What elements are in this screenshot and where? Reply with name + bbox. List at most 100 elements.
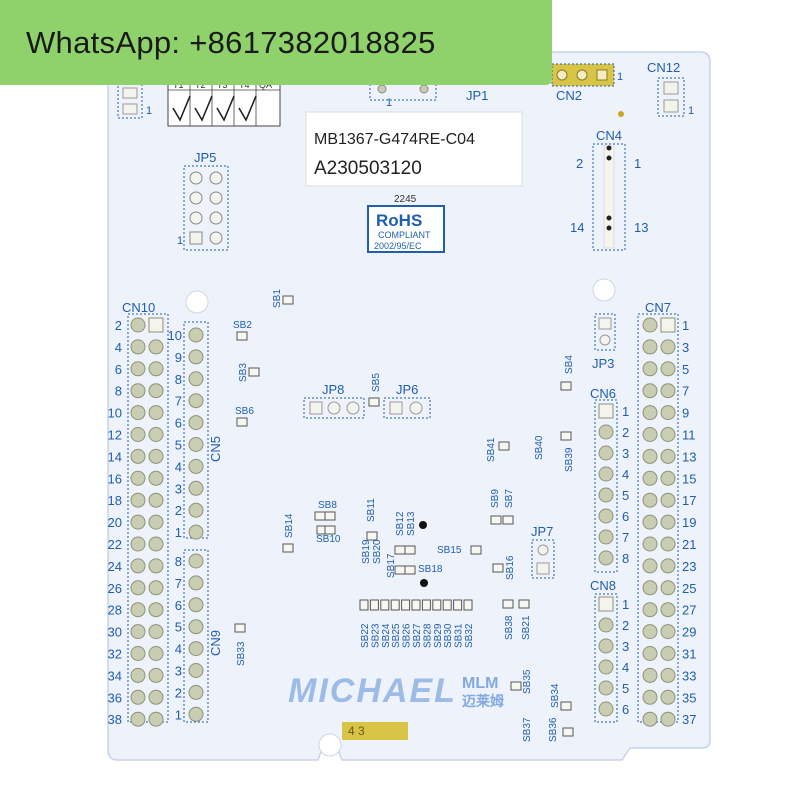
cn7-even-pin (642, 383, 658, 399)
gold-strip-text: 4 3 (348, 724, 365, 738)
solder-bridge-pad (442, 599, 452, 611)
cn10-even-pin (148, 558, 164, 574)
solder-bridge-pad (492, 563, 504, 573)
solder-bridge-pad (282, 543, 294, 553)
sb-bottom-label: SB28 (422, 623, 433, 648)
cn10-pin-number: 38 (108, 712, 122, 727)
sb8-label: SB8 (318, 500, 337, 511)
sb-bottom-label: SB30 (443, 623, 454, 648)
cn7-even-pin (642, 492, 658, 508)
cn7-pin-number: 1 (682, 318, 689, 333)
solder-bridge-pad (510, 681, 522, 691)
qa-header-t4: T4 (239, 80, 250, 90)
cn7-odd-pin (660, 339, 676, 355)
cn7-pin-number: 5 (682, 362, 689, 377)
sb37-label: SB37 (522, 717, 533, 742)
cn7-even-pin (642, 711, 658, 727)
rohs-mark: 2245 RoHS COMPLIANT 2002/95/EC (367, 194, 445, 253)
cn5-pin (188, 480, 204, 496)
cn7-pin-number: 11 (682, 428, 696, 443)
cn7-even-pin (642, 361, 658, 377)
board-serial: A230503120 (314, 158, 422, 179)
sb20-label: SB20 (372, 539, 383, 564)
cn6-pin (598, 445, 614, 461)
cn5-pin (188, 349, 204, 365)
cn7-even-pin (642, 536, 658, 552)
cn10-label: CN10 (122, 300, 155, 315)
cn6-pin (598, 529, 614, 545)
logo-side: MLM (462, 675, 498, 692)
cn10-even-pin (148, 317, 164, 333)
cn5-pin (188, 415, 204, 431)
solder-bridge-pad (236, 331, 248, 341)
cn9-pin (188, 641, 204, 657)
cn7-odd-pin (660, 689, 676, 705)
cn9-pin-number: 8 (175, 554, 182, 569)
solder-bridge-pad (421, 599, 431, 611)
cn7-even-pin (642, 580, 658, 596)
sb9-label: SB9 (490, 489, 501, 508)
cn5-pin (188, 437, 204, 452)
solder-bridge-pad (404, 565, 416, 575)
solder-bridge-pad (248, 367, 260, 377)
cn10-even-pin (148, 602, 164, 618)
sb4-label: SB4 (564, 355, 575, 374)
cn7-pin-number: 19 (682, 515, 696, 530)
cn10-even-pin (148, 492, 164, 508)
sb14-label: SB14 (284, 513, 295, 538)
cn8-label: CN8 (590, 578, 616, 593)
solder-bridge-pad (463, 599, 473, 611)
cn5-pin (188, 371, 204, 387)
solder-bridge-pad (394, 545, 406, 555)
cn7-odd-pin (660, 361, 676, 377)
cn9-pin-number: 5 (175, 620, 182, 635)
cn8-pin-number: 2 (622, 618, 629, 633)
solder-bridge-pad (234, 623, 246, 633)
board-label-sticker: MB1367-G474RE-C04 A230503120 (305, 111, 523, 187)
solder-bridge-pad (380, 599, 390, 611)
cn10-even-pin (148, 514, 164, 530)
cn10-odd-pin (130, 711, 146, 727)
solder-bridge-pad (369, 599, 379, 611)
mount-hole-bottom (318, 733, 342, 757)
whatsapp-text: WhatsApp: +8617382018825 (26, 24, 436, 60)
cn7-odd-pin (660, 470, 676, 486)
cn4-pin1: 1 (634, 156, 641, 171)
cn10-pin-number: 18 (108, 493, 122, 508)
cn7-even-pin (642, 514, 658, 530)
cn7-pin-number: 21 (682, 537, 696, 552)
cn7-pin-number: 3 (682, 340, 689, 355)
sb39-label: SB39 (564, 447, 575, 472)
cn7-odd-pin (660, 558, 676, 574)
solder-bridge-pad (453, 599, 463, 611)
sb1-label: SB1 (272, 289, 283, 308)
sb-bottom-label: SB31 (454, 623, 465, 648)
mount-hole-left (185, 290, 209, 314)
sb18-label: SB18 (418, 564, 443, 575)
jp8-label: JP8 (322, 382, 344, 397)
cn10-odd-pin (130, 602, 146, 618)
board-model: MB1367-G474RE-C04 (314, 131, 475, 148)
cn7-odd-pin (660, 667, 676, 683)
sb10-label: SB10 (316, 534, 341, 545)
jp6-label: JP6 (396, 382, 418, 397)
cn10-pin-number: 4 (115, 340, 122, 355)
cn5-pin (188, 458, 204, 474)
sb11-label: SB11 (366, 498, 377, 522)
cn8-pin-number: 3 (622, 639, 629, 654)
cn10-pin-number: 14 (108, 449, 122, 464)
cn5-pin-number: 8 (175, 372, 182, 387)
cn7-odd-pin (660, 536, 676, 552)
cn8-pin-number: 6 (622, 702, 629, 717)
cn10-even-pin (148, 383, 164, 399)
sb17-label: SB17 (386, 553, 397, 578)
cn10-pin-number: 16 (108, 471, 122, 486)
sb-bottom-label: SB27 (412, 623, 423, 648)
cn7-odd-pin (660, 514, 676, 530)
cn6-label: CN6 (590, 386, 616, 401)
cn10-odd-pin (130, 492, 146, 508)
cn10-odd-pin (130, 580, 146, 596)
